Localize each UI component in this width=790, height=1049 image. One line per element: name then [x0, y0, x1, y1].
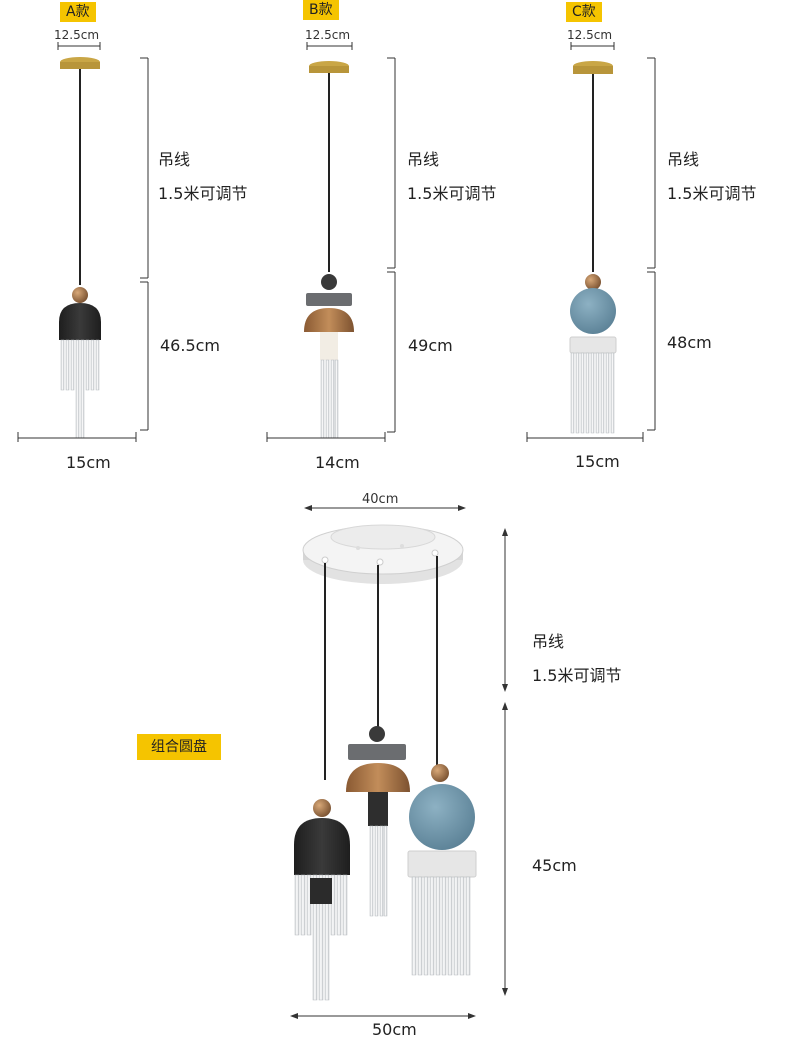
combo-width: 50cm — [372, 1020, 417, 1039]
model-c-height: 48cm — [667, 333, 712, 352]
model-b-tag: B款 — [303, 0, 339, 20]
model-a-height: 46.5cm — [160, 336, 221, 355]
model-b-height: 49cm — [408, 336, 453, 355]
model-c-width: 15cm — [575, 452, 620, 471]
model-c-lamp — [526, 42, 656, 442]
model-c-top-width: 12.5cm — [567, 28, 613, 42]
combo-cable-title: 吊线 — [532, 632, 565, 651]
combo-height: 45cm — [532, 856, 577, 875]
combo-lamp — [290, 505, 508, 1019]
combo-tag: 组合圆盘 — [137, 734, 221, 760]
model-b-cable-title: 吊线 — [407, 150, 440, 169]
model-a-top-width: 12.5cm — [54, 28, 100, 42]
model-c-cable-adjust: 1.5米可调节 — [667, 184, 757, 203]
model-b-width: 14cm — [315, 453, 360, 472]
model-a-cable-adjust: 1.5米可调节 — [158, 184, 248, 203]
model-a-tag: A款 — [60, 2, 96, 22]
model-c-tag: C款 — [566, 2, 602, 22]
model-b-lamp — [266, 42, 396, 442]
combo-cable-adjust: 1.5米可调节 — [532, 666, 622, 685]
model-a-lamp — [17, 42, 149, 442]
model-a-cable-title: 吊线 — [158, 150, 191, 169]
model-a-width: 15cm — [66, 453, 111, 472]
combo-plate-width: 40cm — [362, 492, 399, 507]
model-b-cable-adjust: 1.5米可调节 — [407, 184, 497, 203]
model-b-top-width: 12.5cm — [305, 28, 351, 42]
model-c-cable-title: 吊线 — [667, 150, 700, 169]
